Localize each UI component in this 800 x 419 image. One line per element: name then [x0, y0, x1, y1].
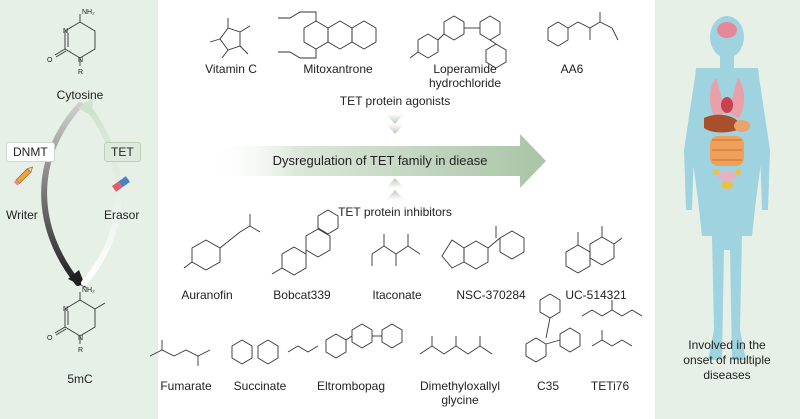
chevron-up-icon-2: [386, 190, 404, 200]
left-panel-dna-methylation: [0, 0, 158, 419]
5mc-nh2-label: NH₂: [82, 287, 95, 294]
inhibitor-name-fumarate: Fumarate: [160, 379, 212, 393]
teti76-structure: [581, 300, 643, 347]
agonist-name-aa6: AA6: [560, 62, 584, 76]
inhibitor-name-succinate: Succinate: [233, 379, 287, 393]
nsc-370284-structure: [441, 226, 525, 270]
vitamin-c-structure: [209, 18, 251, 59]
demethylation-arrow-head: [78, 98, 93, 116]
dimethyloxallyl-glycine-structure: [419, 336, 493, 355]
5mc-n1-label: N: [78, 335, 84, 342]
disease-caption: Involved in the onset of multiple diseas…: [683, 338, 771, 382]
cytosine-o-label: O: [47, 57, 53, 64]
inhibitor-name-itaconate: Itaconate: [372, 288, 422, 302]
5mc-r-label: R: [78, 347, 84, 354]
5mc-o-label: O: [47, 335, 53, 342]
erasor-label: Erasor: [104, 208, 140, 222]
eltrombopag-structure: [325, 323, 403, 359]
itaconate-structure: [371, 234, 421, 266]
human-body-icon: [684, 16, 770, 360]
inhibitor-name-bobcat339: Bobcat339: [273, 288, 331, 302]
chevron-up-icon: [386, 178, 404, 188]
auranofin-structure: [183, 214, 261, 271]
succinate-structure: [231, 339, 319, 365]
agonist-name-vitamin-c: Vitamin C: [205, 62, 257, 76]
chevron-down-icon-2: [386, 124, 404, 134]
inhibitors-title: TET protein inhibitors: [338, 205, 452, 219]
cytosine-nh2-label: NH₂: [82, 9, 95, 16]
agonist-name-mitoxantrone: Mitoxantrone: [303, 62, 373, 76]
agonist-name-loperamide: Loperamide hydrochloride: [428, 62, 502, 90]
demethylation-arrow: [81, 102, 122, 286]
inhibitor-name-teti76: TETi76: [590, 379, 630, 393]
loperamide-structure: [409, 15, 507, 69]
cytosine-n3-label: N: [63, 28, 69, 35]
uc-514321-structure: [565, 226, 623, 274]
dnmt-tag: DNMT: [6, 142, 55, 162]
dysregulation-arrow-label: Dysregulation of TET family in diease: [272, 153, 488, 168]
dysregulation-arrow: [212, 134, 546, 188]
writer-label: Writer: [6, 208, 38, 222]
five-mc-structure: [54, 292, 106, 344]
eraser-icon: [112, 176, 130, 192]
aa6-structure: [547, 12, 619, 47]
inhibitor-name-auranofin: Auranofin: [181, 288, 233, 302]
pencil-icon: [13, 166, 34, 186]
fumarate-structure: [149, 340, 211, 366]
inhibitor-name-dimethyloxallyl-glycine: Dimethyloxallyl glycine: [419, 379, 501, 407]
tet-tag: TET: [104, 142, 141, 162]
mitoxantrone-structure: [278, 11, 377, 59]
cytosine-label: Cytosine: [56, 88, 104, 102]
cytosine-r-label: R: [78, 69, 84, 76]
c35-structure: [525, 293, 581, 363]
cytosine-n1-label: N: [78, 57, 84, 64]
five-mc-label: 5mC: [67, 372, 93, 386]
methylation-arrow: [41, 102, 83, 286]
agonists-title: TET protein agonists: [339, 94, 451, 108]
inhibitor-name-nsc-370284: NSC-370284: [456, 288, 526, 302]
inhibitor-name-eltrombopag: Eltrombopag: [316, 379, 386, 393]
cytosine-structure: [54, 14, 96, 66]
5mc-n3-label: N: [63, 306, 69, 313]
chevron-down-icon: [386, 114, 404, 124]
inhibitor-name-c35: C35: [536, 379, 560, 393]
bobcat339-structure: [271, 209, 339, 276]
inhibitor-name-uc-514321: UC-514321: [565, 288, 627, 302]
